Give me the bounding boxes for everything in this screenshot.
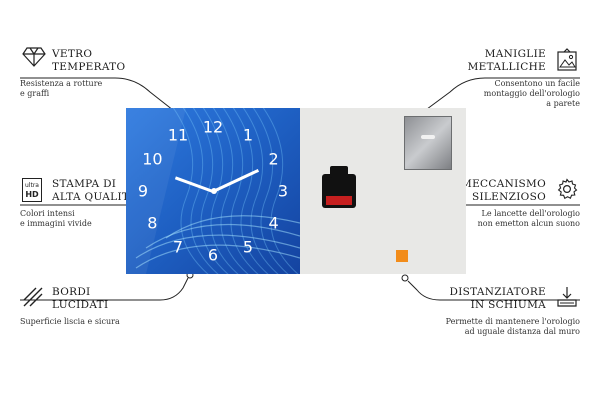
clock-number: 7 — [172, 237, 184, 257]
foam-spacer — [396, 250, 408, 262]
clock-number: 2 — [268, 149, 279, 169]
clock-number: 11 — [167, 125, 189, 145]
clock-number: 8 — [147, 213, 158, 233]
feature-desc: Resistenza a rotture e graffi — [20, 79, 103, 98]
clock-number: 9 — [137, 181, 149, 201]
clock-back — [300, 108, 466, 274]
feature-desc: Consentono un facile montaggio dell'orol… — [483, 79, 580, 108]
clock-number: 3 — [277, 181, 289, 201]
feature-title: MANIGLIE METALLICHE — [467, 48, 546, 73]
feature-title: STAMPA DI ALTA QUALITÀ — [52, 178, 137, 203]
feature-desc: Colori intensi e immagini vivide — [20, 209, 92, 228]
clock-number: 5 — [242, 237, 254, 257]
feature-glass: VETRO TEMPERATO Resistenza a rotture e g… — [20, 47, 180, 99]
feature-title: VETRO TEMPERATO — [52, 48, 126, 73]
feature-title: BORDI LUCIDATI — [52, 286, 109, 311]
clock-center — [211, 188, 217, 194]
feature-spacer: DISTANZIATORE IN SCHIUMA Permette di man… — [400, 286, 580, 337]
feature-title: DISTANZIATORE IN SCHIUMA — [449, 286, 546, 311]
feature-desc: Superficie liscia e sicura — [20, 317, 120, 326]
diamond-icon — [22, 47, 46, 67]
clock-number: 6 — [207, 245, 219, 265]
gear-icon — [557, 178, 578, 200]
ultra-hd-icon: ultra HD — [22, 178, 42, 202]
clock-number: 4 — [268, 213, 279, 233]
clock-number: 12 — [202, 117, 224, 137]
feature-mechanism: MECCANISMO SILENZIOSO Le lancette dell'o… — [400, 178, 580, 229]
clock-number: 1 — [242, 125, 254, 145]
feature-desc: Le lancette dell'orologio non emetton al… — [477, 209, 580, 228]
feature-hd: ultra HD STAMPA DI ALTA QUALITÀ Colori i… — [20, 178, 180, 229]
feature-title: MECCANISMO SILENZIOSO — [461, 178, 546, 203]
feature-handles: MANIGLIE METALLICHE Consentono un facile… — [400, 48, 580, 109]
blue-wave-artwork — [126, 108, 300, 274]
clock-mechanism — [322, 166, 356, 208]
clock-number: 10 — [142, 149, 163, 169]
feature-desc: Permette di mantenere l'orologio ad ugua… — [445, 317, 580, 336]
metal-hanger — [404, 116, 452, 170]
picture-hanger-icon — [557, 48, 577, 71]
feature-edges: BORDI LUCIDATI Superficie liscia e sicur… — [20, 286, 180, 327]
